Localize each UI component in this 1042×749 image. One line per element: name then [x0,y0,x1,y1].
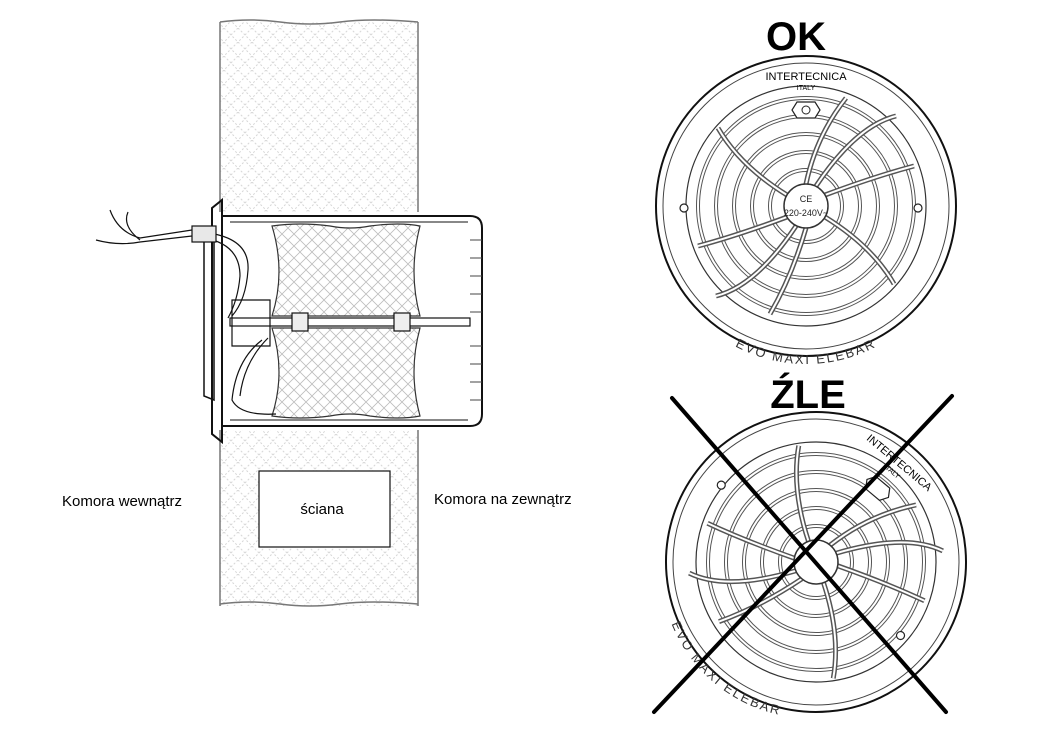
fan-front-correct: CE 220-240V~ INTERTECNICA ITALY EVO MAXI… [655,55,957,367]
fan-side-view [95,197,483,445]
origin-text-ok: ITALY [797,85,816,92]
ok-heading: OK [766,15,826,59]
outside-chamber-label: Komora na zewnątrz [434,491,572,508]
ce-mark: CE [800,194,813,204]
voltage-mark: 220-240V~ [784,208,828,218]
wall-label-box [258,470,391,548]
wrong-cross-mark [652,394,954,714]
wall-label: ściana [300,501,344,518]
inside-chamber-label: Komora wewnątrz [62,493,182,510]
wrong-heading: ŹLE [770,372,846,417]
brand-text-ok: INTERTECNICA [765,71,847,83]
